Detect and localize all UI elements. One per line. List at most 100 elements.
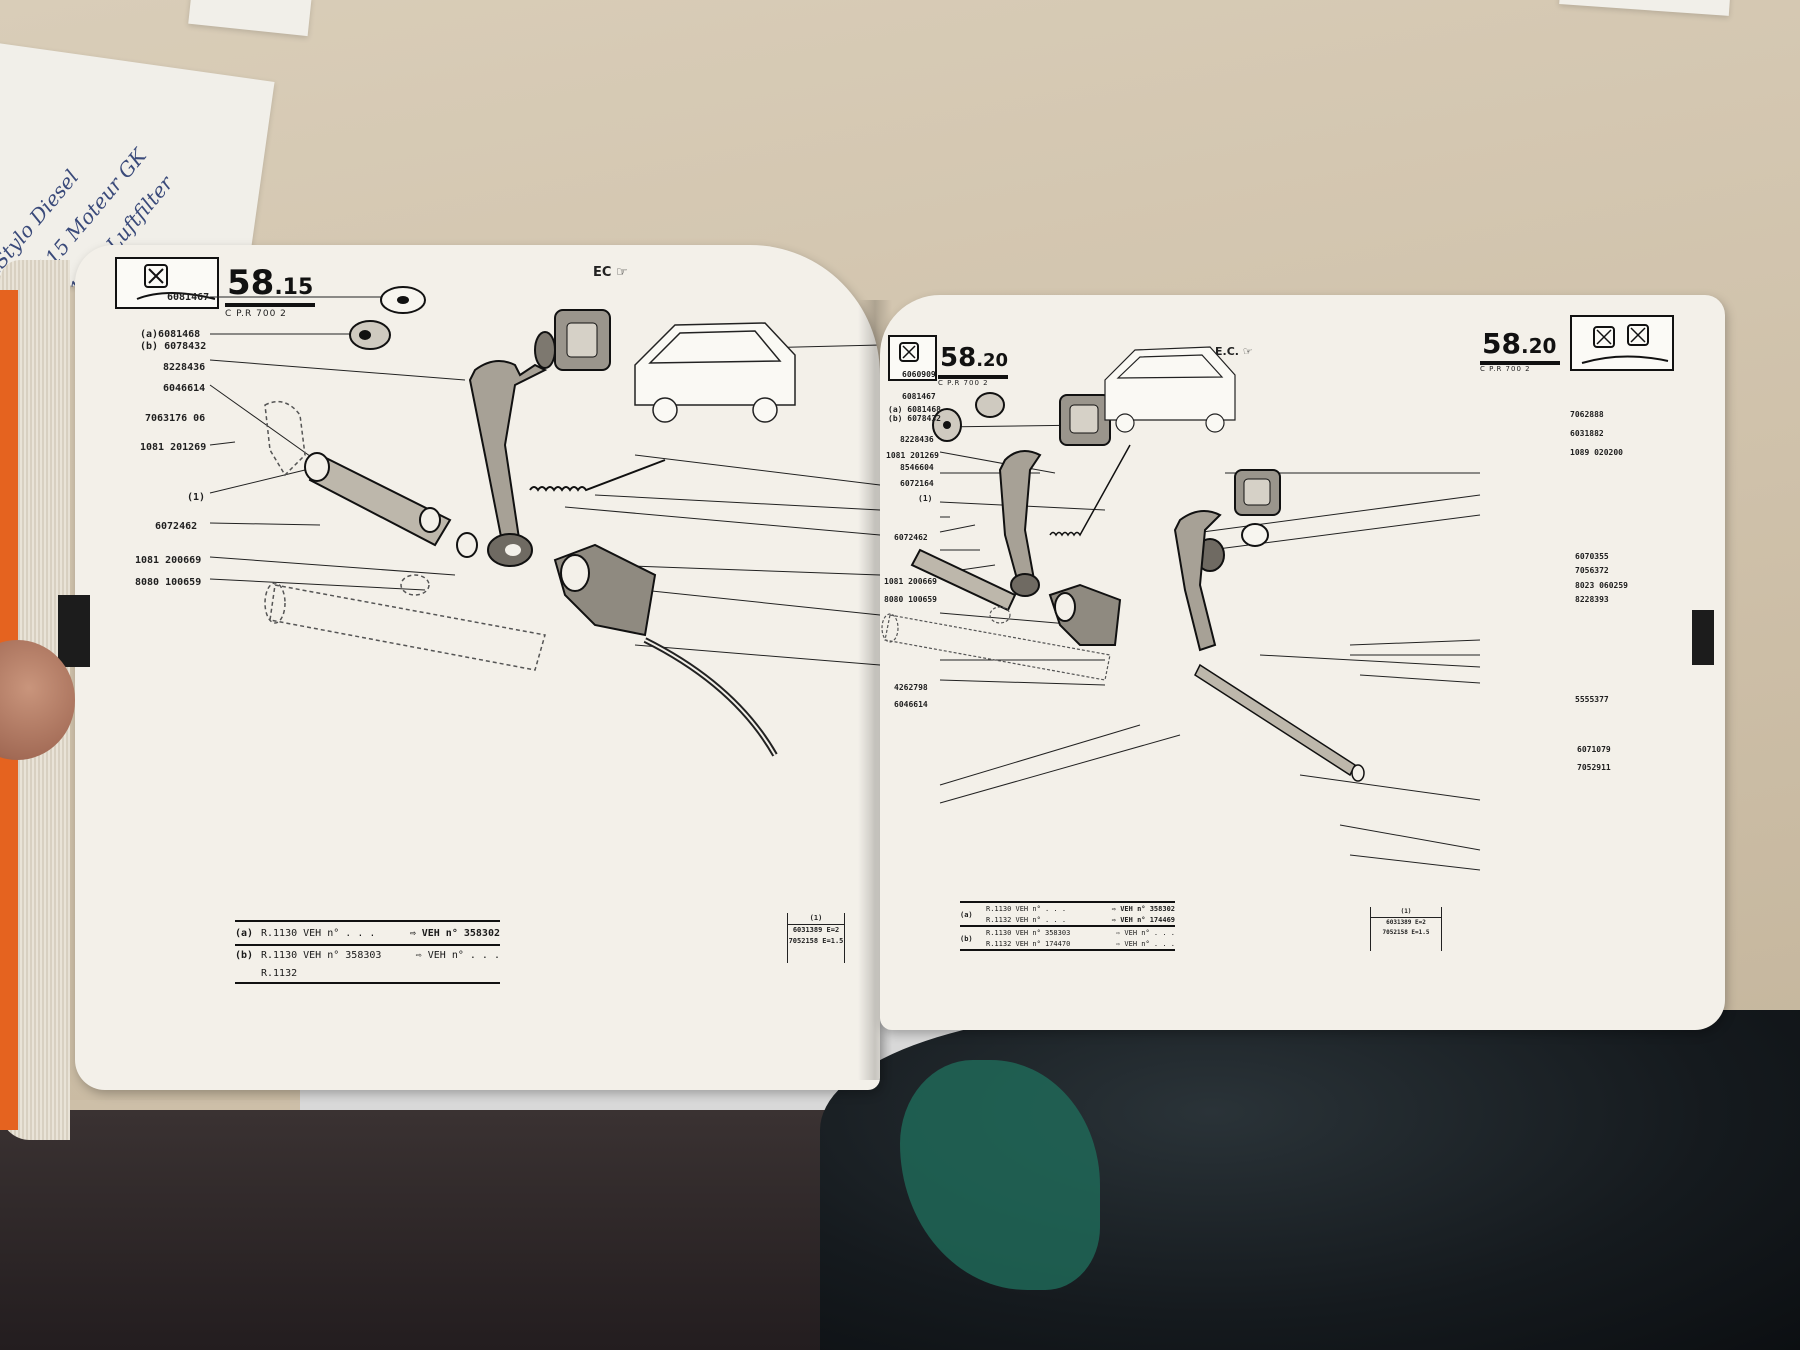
- part-label: 4262798: [894, 683, 928, 692]
- return-spring-shape: [529, 459, 666, 492]
- section-subtitle-right: C P.R 700 2: [1480, 365, 1531, 373]
- header-note: EC ☞: [593, 265, 628, 280]
- part-label: 1081 201269: [886, 451, 939, 460]
- part-label: (a)6081468: [140, 329, 201, 340]
- master-cylinder-dashed: [264, 400, 546, 671]
- section-major: 58: [227, 263, 275, 303]
- pedal-icon-box: [888, 335, 937, 381]
- table-row: (b) R.1130 VEH n° 358303 ⇨ VEH n° . . .: [235, 946, 500, 964]
- thickness-table-right: (1) 6031389 E=2 7052158 E=1.5: [1370, 907, 1442, 951]
- section-rule: [938, 375, 1008, 379]
- thickness-row: 6031389 E=2: [1386, 919, 1426, 926]
- exploded-diagram-right: [881, 346, 1481, 871]
- table-row: (a) R.1130 VEH n° . . . ⇨ VEH n° 358302: [235, 922, 500, 944]
- variant-from: R.1130 VEH n° 358303: [986, 928, 1071, 937]
- section-number: 58.20: [940, 343, 1008, 373]
- washer-hole: [397, 296, 409, 304]
- part-label: 8228436: [900, 435, 934, 444]
- variant-to: ⇨ VEH n° 358302: [409, 927, 500, 939]
- leader-line: [604, 564, 880, 576]
- part-label: 7063176 06: [145, 413, 206, 424]
- variant-to: ⇨ VEH n° . . .: [1115, 939, 1175, 948]
- bracket-bore-shape: [560, 554, 590, 592]
- variant-to: ⇨ VEH n° 174469: [1111, 915, 1175, 924]
- section-subtitle: C P.R 700 2: [225, 309, 287, 319]
- pedal-icon-box: [115, 257, 219, 309]
- variant-from: R.1132 VEH n° . . .: [986, 915, 1067, 924]
- thickness-head: (1): [809, 914, 823, 922]
- part-label: 6070355: [1575, 552, 1609, 561]
- part-label: 6072462: [155, 521, 198, 532]
- section-major: 58: [940, 343, 977, 373]
- variant-table-left: (a) R.1130 VEH n° . . . ⇨ VEH n° 358302 …: [235, 920, 500, 984]
- pedal-pad-inner: [566, 322, 598, 358]
- left-page: 58.15 C P.R 700 2 EC ☞ 58: [75, 245, 880, 1090]
- table-row: R.1130 VEH n° . . . ⇨ VEH n° 358302: [960, 903, 1175, 914]
- variant-from: R.1132 VEH n° 174470: [986, 939, 1071, 948]
- part-label: (a) 6081468: [888, 405, 941, 414]
- shaft-ring-shape: [456, 532, 478, 558]
- part-label: 7062888: [1570, 410, 1604, 419]
- pedal-icon: [136, 264, 216, 300]
- leader-line: [634, 644, 880, 666]
- section-subtitle: C P.R 700 2: [938, 379, 989, 387]
- part-label: 1081 200669: [884, 577, 937, 586]
- section-tab-mark: [1692, 610, 1714, 665]
- pedal-arm-shape: [468, 360, 548, 559]
- table-rule: [960, 901, 1175, 903]
- table-row: (a) R.1132 VEH n° . . . ⇨ VEH n° 174469: [960, 910, 1175, 925]
- table-rule: [960, 925, 1175, 927]
- part-label: 8080 100659: [135, 577, 202, 588]
- exploded-diagram-left: [209, 286, 880, 757]
- clutch-cable-core: [644, 639, 776, 756]
- variant-key: (b): [235, 949, 254, 961]
- part-label: 1081 200669: [135, 555, 202, 566]
- part-label: 6081467: [167, 292, 210, 303]
- part-label: 1081 201269: [140, 442, 207, 453]
- leader-line: [209, 578, 426, 591]
- header-note: E.C. ☞: [1215, 345, 1253, 358]
- bush-hole: [359, 330, 371, 340]
- table-rule: [788, 924, 844, 925]
- leader-line: [209, 556, 456, 576]
- thickness-row: 6031389 E=2: [792, 926, 840, 934]
- part-label: 8023 060259: [1575, 581, 1628, 590]
- section-tab-mark-left: [58, 595, 90, 667]
- part-label: 6031882: [1570, 429, 1604, 438]
- table-rule: [235, 920, 500, 922]
- table-rule: [235, 982, 500, 984]
- edge-major: 58: [865, 267, 880, 307]
- part-label: 1089 020200: [1570, 448, 1623, 457]
- part-label: 8228393: [1575, 595, 1609, 604]
- variant-extra: R.1132: [261, 967, 298, 979]
- clutch-cable-shape: [643, 637, 778, 757]
- pedal-hub-hole: [505, 544, 521, 556]
- variant-to: ⇨ VEH n° . . .: [415, 949, 500, 961]
- car-thumbnail-left: [634, 322, 796, 423]
- part-label: 6046614: [163, 383, 206, 394]
- table-row: R.1132: [235, 964, 500, 982]
- section-rule: [225, 303, 315, 307]
- part-label: (b) 6078432: [888, 414, 941, 423]
- variant-key: (a): [235, 927, 254, 939]
- part-label: (b) 6078432: [140, 341, 207, 352]
- variant-key: (a): [960, 910, 973, 919]
- leader-line: [209, 359, 466, 381]
- section-rule-right: [1480, 361, 1560, 365]
- part-label: 6081467: [902, 392, 936, 401]
- thickness-table-left: (1) 6031389 E=2 7052158 E=1.5: [787, 913, 845, 963]
- part-label: 6046614: [894, 700, 928, 709]
- table-row: R.1130 VEH n° 358303 ⇨ VEH n° . . .: [960, 927, 1175, 938]
- thickness-row: 7052158 E=1.5: [788, 937, 844, 945]
- pedal-icon: [1581, 324, 1669, 364]
- pedal-icon: [899, 342, 919, 362]
- part-label: 7056372: [1575, 566, 1609, 575]
- variant-to: ⇨ VEH n° 358302: [1111, 904, 1175, 913]
- table-rule: [960, 949, 1175, 951]
- table-rule: [235, 944, 500, 946]
- section-number-right: 58.20: [1482, 327, 1556, 360]
- variant-to: ⇨ VEH n° . . .: [1115, 928, 1175, 937]
- part-label: 6060909: [902, 370, 936, 379]
- shaft-ring-shape: [419, 507, 441, 533]
